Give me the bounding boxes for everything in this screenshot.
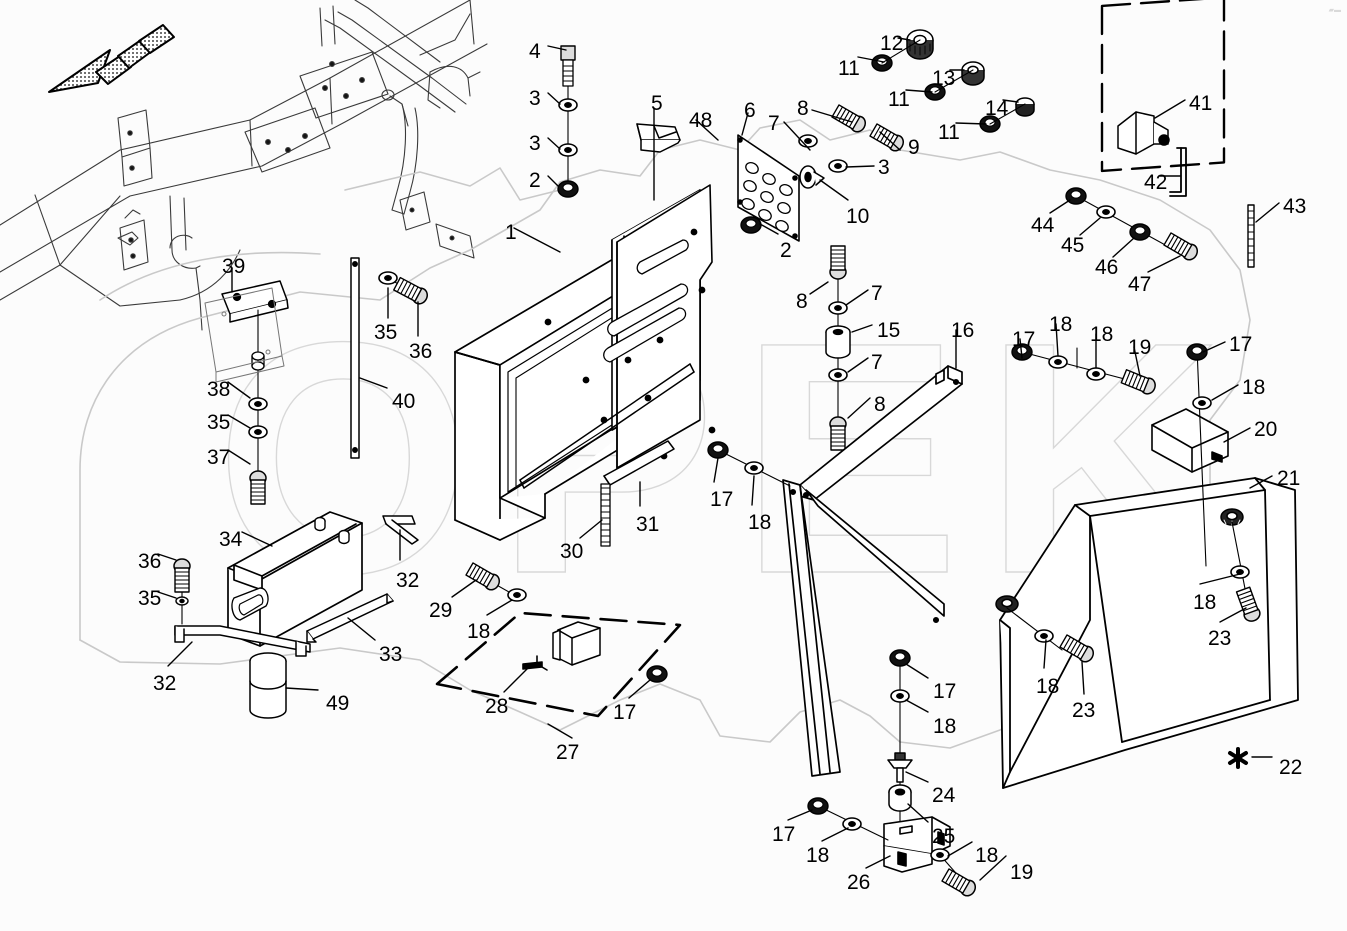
callout-number-21: 21 <box>1277 467 1301 490</box>
callout-number-7: 7 <box>871 282 883 305</box>
callout-number-14: 14 <box>985 97 1009 120</box>
callout-number-31: 31 <box>636 513 660 536</box>
callout-number-45: 45 <box>1061 234 1085 257</box>
callout-number-17: 17 <box>1229 333 1253 356</box>
callout-number-48: 48 <box>689 109 713 132</box>
callout-number-17: 17 <box>933 680 957 703</box>
callout-number-11: 11 <box>888 88 910 111</box>
callout-number-22: 22 <box>1279 756 1303 779</box>
callout-number-49: 49 <box>326 692 350 715</box>
callout-number-30: 30 <box>560 540 584 563</box>
callout-number-41: 41 <box>1189 92 1213 115</box>
callout-number-1: 1 <box>505 221 517 244</box>
callout-number-7: 7 <box>871 351 883 374</box>
callout-number-10: 10 <box>846 205 870 228</box>
callout-number-15: 15 <box>877 319 901 342</box>
callout-number-38: 38 <box>207 378 231 401</box>
callout-number-18: 18 <box>748 511 772 534</box>
callout-number-42: 42 <box>1144 171 1168 194</box>
callout-number-35: 35 <box>207 411 231 434</box>
direction-arrow-symbol <box>48 24 175 93</box>
callout-number-35: 35 <box>138 587 162 610</box>
callout-number-33: 33 <box>379 643 403 666</box>
callout-number-8: 8 <box>797 97 809 120</box>
callout-number-19: 19 <box>1128 336 1152 359</box>
callout-number-18: 18 <box>933 715 957 738</box>
callout-number-9: 9 <box>908 136 920 159</box>
callout-number-32: 32 <box>396 569 420 592</box>
callout-number-37: 37 <box>207 446 231 469</box>
callout-number-18: 18 <box>1049 313 1073 336</box>
callout-number-27: 27 <box>556 741 580 764</box>
callout-number-24: 24 <box>932 784 956 807</box>
callout-number-23: 23 <box>1072 699 1096 722</box>
callout-number-17: 17 <box>710 488 734 511</box>
callout-number-12: 12 <box>880 32 904 55</box>
callout-number-2: 2 <box>529 169 541 192</box>
callout-number-34: 34 <box>219 528 243 551</box>
callout-number-35: 35 <box>374 321 398 344</box>
callout-number-18: 18 <box>467 620 491 643</box>
callout-number-8: 8 <box>796 290 808 313</box>
corner-mark: ▰▬ <box>1328 7 1341 14</box>
callout-number-17: 17 <box>772 823 796 846</box>
callout-number-5: 5 <box>651 92 663 115</box>
callout-number-18: 18 <box>806 844 830 867</box>
callout-number-39: 39 <box>222 255 246 278</box>
callout-number-29: 29 <box>429 599 453 622</box>
callout-number-36: 36 <box>409 340 433 363</box>
callout-number-43: 43 <box>1283 195 1307 218</box>
callout-number-18: 18 <box>1242 376 1266 399</box>
callout-number-16: 16 <box>951 319 975 342</box>
callout-number-3: 3 <box>529 132 541 155</box>
asterisk-symbol <box>1228 747 1248 769</box>
callout-number-40: 40 <box>392 390 416 413</box>
callout-number-11: 11 <box>838 57 860 80</box>
callout-number-6: 6 <box>744 99 756 122</box>
callout-number-26: 26 <box>847 871 871 894</box>
callout-number-28: 28 <box>485 695 509 718</box>
callout-number-2: 2 <box>780 239 792 262</box>
callout-number-13: 13 <box>932 67 956 90</box>
callout-number-17: 17 <box>613 701 637 724</box>
callout-number-11: 11 <box>938 121 960 144</box>
callout-number-23: 23 <box>1208 627 1232 650</box>
callout-number-32: 32 <box>153 672 177 695</box>
callout-number-44: 44 <box>1031 214 1055 237</box>
callout-number-46: 46 <box>1095 256 1119 279</box>
callout-number-19: 19 <box>1010 861 1034 884</box>
callout-number-7: 7 <box>768 112 780 135</box>
callout-number-20: 20 <box>1254 418 1278 441</box>
callout-number-18: 18 <box>1090 323 1114 346</box>
callout-number-18: 18 <box>1193 591 1217 614</box>
callout-number-36: 36 <box>138 550 162 573</box>
callout-number-4: 4 <box>529 40 541 63</box>
callout-number-18: 18 <box>1036 675 1060 698</box>
callout-number-8: 8 <box>874 393 886 416</box>
callout-number-47: 47 <box>1128 273 1152 296</box>
callout-number-25: 25 <box>932 825 956 848</box>
callout-number-18: 18 <box>975 844 999 867</box>
callout-number-17: 17 <box>1012 328 1036 351</box>
callout-number-3: 3 <box>529 87 541 110</box>
callout-number-3: 3 <box>878 156 890 179</box>
